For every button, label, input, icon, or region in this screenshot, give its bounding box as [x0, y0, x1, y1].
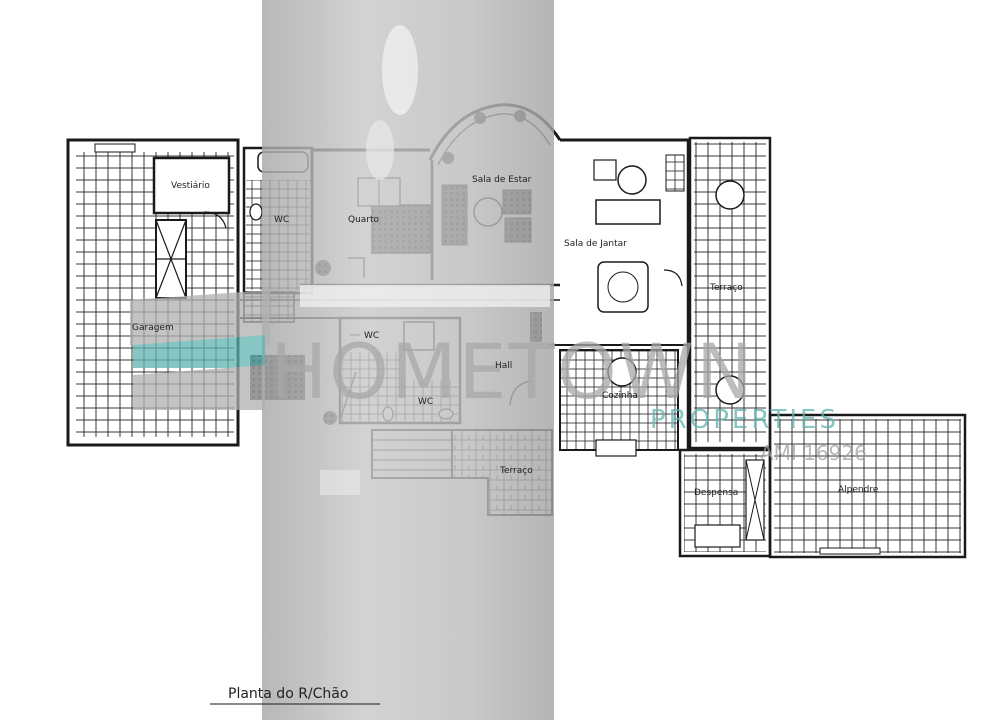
label-sala-jantar: Sala de Jantar — [564, 239, 627, 249]
label-quarto: Quarto — [348, 215, 380, 225]
watermark-brand: HOMETOWN — [270, 327, 755, 416]
label-garagem: Garagem — [132, 323, 174, 333]
watermark-license: AMI 16926 — [760, 441, 867, 465]
plan-title: Planta do R/Chão — [228, 686, 348, 702]
label-terraco-right: Terraço — [709, 283, 743, 293]
label-wc3: WC — [418, 397, 433, 407]
label-terraco-bottom: Terraço — [499, 466, 533, 476]
grey-column — [262, 0, 554, 720]
label-cozinha: Cozinha — [602, 391, 638, 401]
right-terrace — [688, 136, 772, 450]
label-wc1: WC — [274, 215, 289, 225]
room-labels: Vestiário Garagem WC Quarto Sala de Esta… — [132, 175, 879, 498]
label-hall: Hall — [495, 361, 512, 371]
dining-kitchen — [550, 138, 690, 457]
label-sala-estar: Sala de Estar — [472, 175, 532, 185]
label-despensa: Despensa — [694, 488, 738, 498]
pantry-porch — [678, 413, 967, 559]
label-vestiario: Vestiário — [171, 181, 210, 191]
watermark-logo: HOMETOWN PROPERTIES AMI 16926 — [130, 290, 867, 465]
watermark-sub: PROPERTIES — [650, 405, 839, 435]
label-wc2: WC — [364, 331, 379, 341]
label-alpendre: Alpendre — [838, 485, 879, 495]
